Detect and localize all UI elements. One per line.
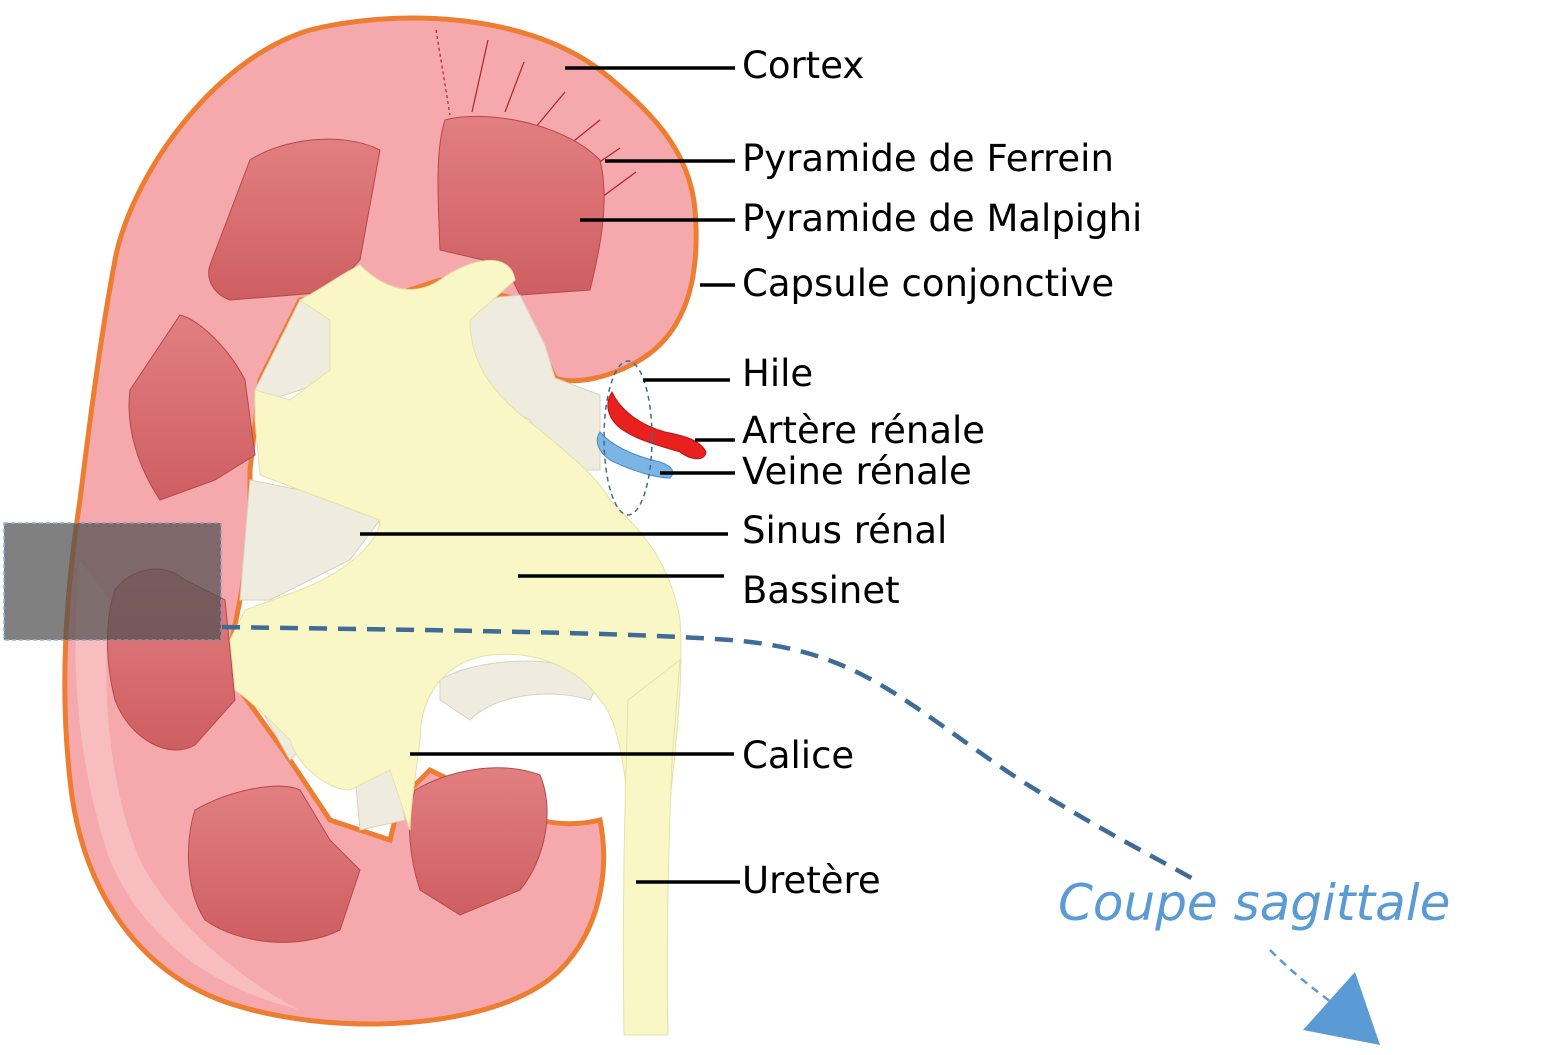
calyces <box>239 288 601 831</box>
label-hile: Hile <box>742 352 814 395</box>
label-uretere: Uretère <box>742 859 881 902</box>
label-sinus: Sinus rénal <box>742 509 948 552</box>
sagittal-arrow-path <box>221 624 1197 882</box>
label-calice: Calice <box>742 734 855 777</box>
arrow-head-icon <box>1303 972 1380 1045</box>
sagittal-arrow-tail <box>1269 949 1336 1006</box>
ureter <box>622 658 681 1036</box>
label-artere: Artère rénale <box>742 409 986 452</box>
section-box <box>3 522 222 641</box>
leader-lines <box>360 66 740 884</box>
label-cortex: Cortex <box>742 44 865 87</box>
hile-outline <box>603 360 653 516</box>
label-capsule: Capsule conjonctive <box>742 262 1115 305</box>
renal-artery <box>607 390 707 460</box>
renal-vein <box>596 431 674 479</box>
label-pyramide-malpighi: Pyramide de Malpighi <box>742 197 1143 240</box>
label-pyramide-ferrein: Pyramide de Ferrein <box>742 137 1114 180</box>
label-veine: Veine rénale <box>742 450 972 493</box>
label-bassinet: Bassinet <box>742 569 900 612</box>
caption-coupe-sagittale: Coupe sagittale <box>1058 874 1451 932</box>
cortex-light-region <box>75 560 300 1010</box>
